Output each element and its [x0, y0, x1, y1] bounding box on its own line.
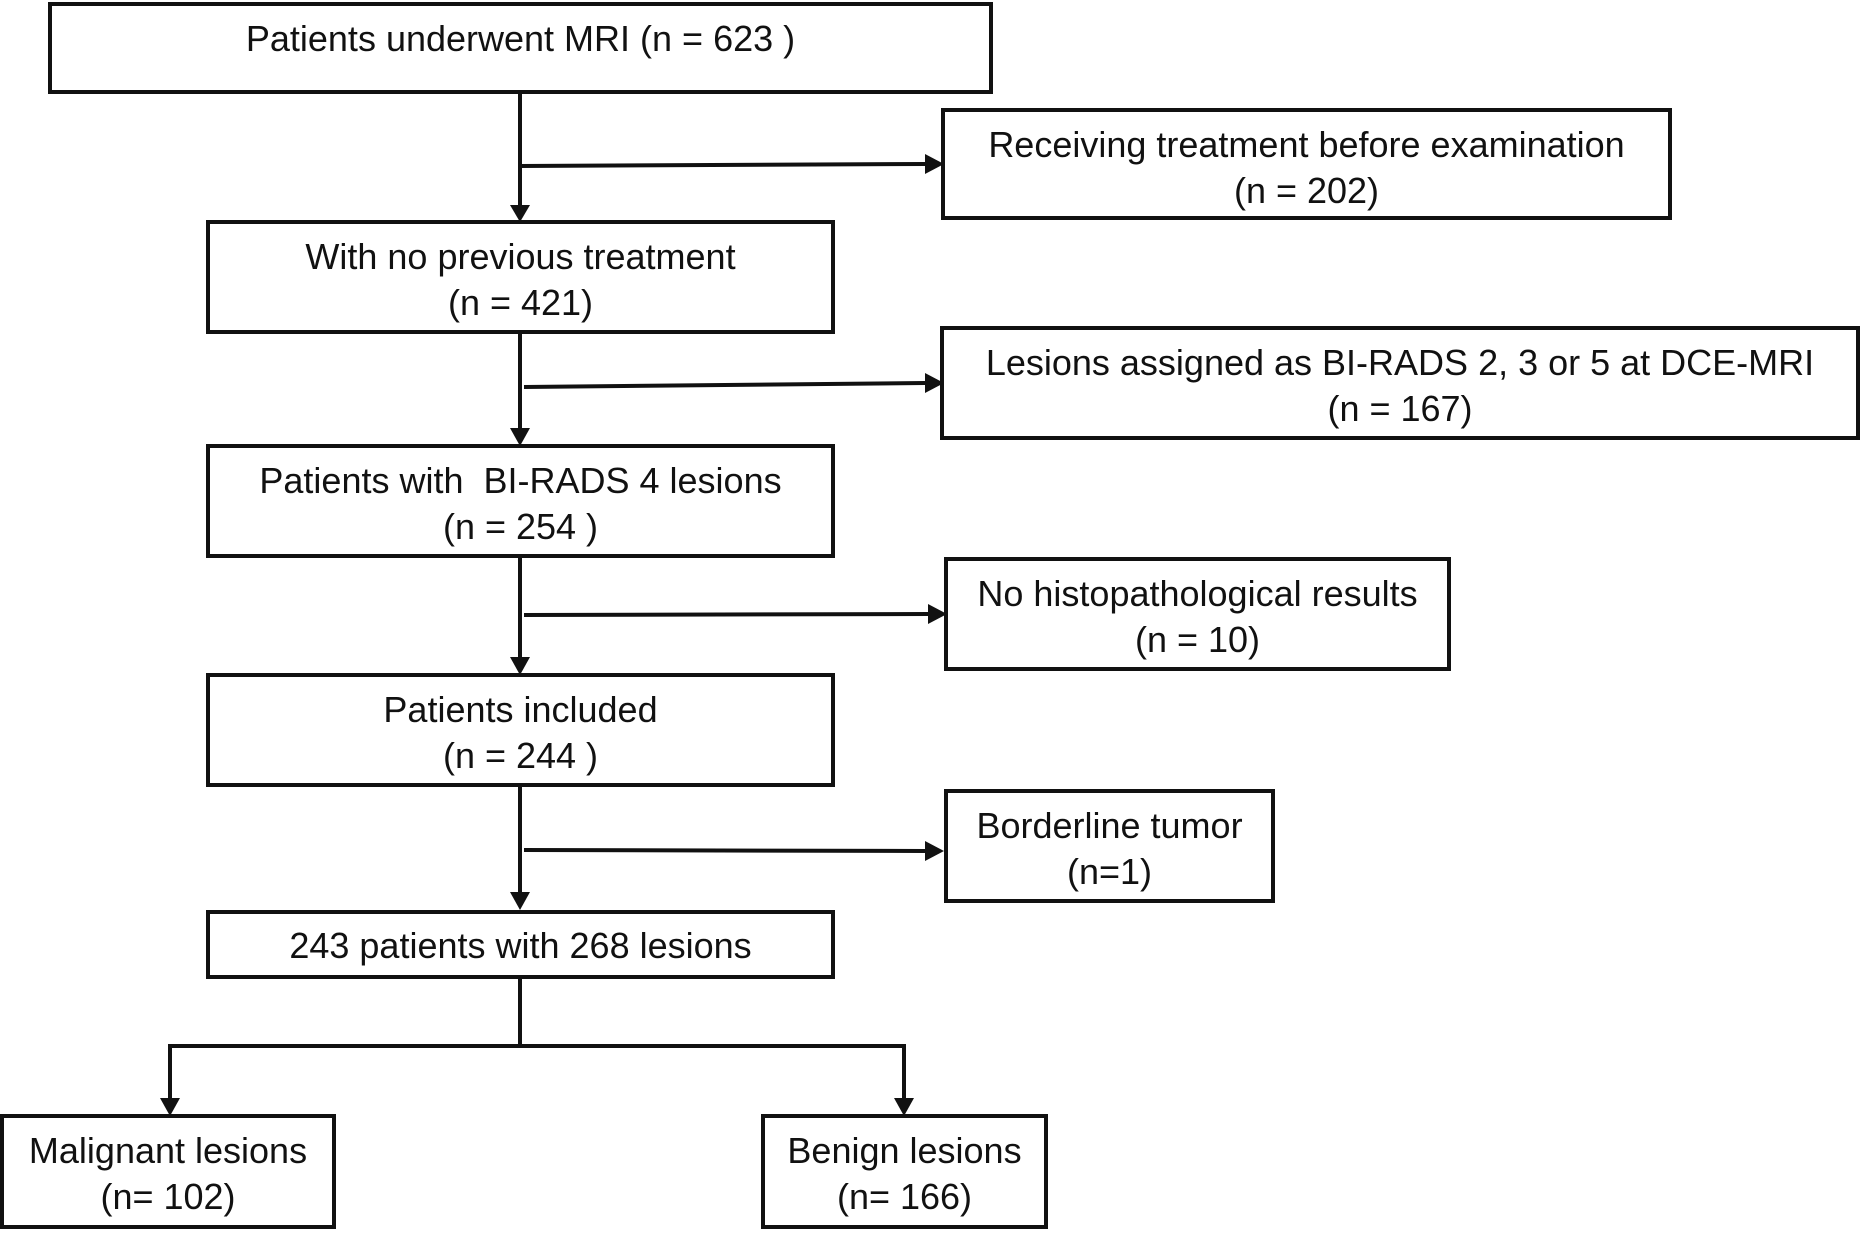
box-excl-histo-line1: No histopathological results: [977, 573, 1418, 614]
box-malignant-line1: Malignant lesions: [28, 1130, 308, 1171]
box-benign-line1: Benign lesions: [787, 1130, 1022, 1171]
box-excluded-treatment: Receiving treatment before examination (…: [941, 108, 1672, 220]
arrowhead-down-birads4: [510, 428, 530, 446]
box-benign-lesions: Benign lesions (n= 166): [761, 1114, 1048, 1229]
connector-branch-borderline: [523, 848, 926, 853]
arrowhead-right-borderline: [925, 841, 944, 861]
box-mri-line1: Patients underwent MRI (n = 623 ): [245, 18, 796, 59]
box-noprev-line1: With no previous treatment: [305, 236, 736, 277]
arrowhead-right-histo: [928, 604, 947, 624]
box-lesions-line1: 243 patients with 268 lesions: [289, 925, 752, 966]
box-noprev-line2: (n = 421): [447, 282, 594, 323]
box-excl-histo-line2: (n = 10): [1134, 619, 1261, 660]
box-patients-with-lesions: 243 patients with 268 lesions: [206, 910, 835, 979]
box-birads4-line1: Patients with BI-RADS 4 lesions: [259, 460, 782, 501]
box-patients-underwent-mri: Patients underwent MRI (n = 623 ): [48, 2, 993, 94]
arrowhead-down-malignant: [160, 1098, 180, 1116]
box-birads4-patients: Patients with BI-RADS 4 lesions (n = 254…: [206, 444, 835, 558]
box-excl-borderline-line1: Borderline tumor: [976, 805, 1243, 846]
arrowhead-right-treatment: [925, 154, 944, 174]
arrowhead-down-included: [510, 657, 530, 675]
connector-branch-histo: [523, 612, 929, 617]
box-excl-birads-line1: Lesions assigned as BI-RADS 2, 3 or 5 at…: [985, 342, 1815, 383]
box-malignant-lesions: Malignant lesions (n= 102): [0, 1114, 336, 1229]
arrowhead-down-noprev: [510, 205, 530, 222]
box-excluded-borderline: Borderline tumor (n=1): [944, 789, 1275, 903]
box-excluded-histopathology: No histopathological results (n = 10): [944, 557, 1451, 671]
box-patients-included: Patients included (n = 244 ): [206, 673, 835, 787]
box-excl-birads-line2: (n = 167): [1327, 388, 1473, 429]
box-included-line1: Patients included: [383, 689, 658, 730]
box-excl-borderline-line2: (n=1): [1066, 851, 1153, 892]
arrowhead-right-birads: [925, 373, 944, 393]
connector-branch-birads: [523, 381, 926, 389]
box-malignant-line2: (n= 102): [100, 1176, 236, 1217]
connector-branch-treatment: [519, 162, 926, 168]
arrowhead-down-lesions: [510, 892, 530, 910]
box-excluded-birads: Lesions assigned as BI-RADS 2, 3 or 5 at…: [940, 326, 1860, 440]
box-benign-line2: (n= 166): [836, 1176, 973, 1217]
box-excl-treatment-line2: (n = 202): [1233, 170, 1380, 211]
box-excl-treatment-line1: Receiving treatment before examination: [988, 124, 1625, 165]
box-birads4-line2: (n = 254 ): [442, 506, 599, 547]
arrowhead-down-benign: [894, 1098, 914, 1116]
box-included-line2: (n = 244 ): [442, 735, 599, 776]
box-no-previous-treatment: With no previous treatment (n = 421): [206, 220, 835, 334]
